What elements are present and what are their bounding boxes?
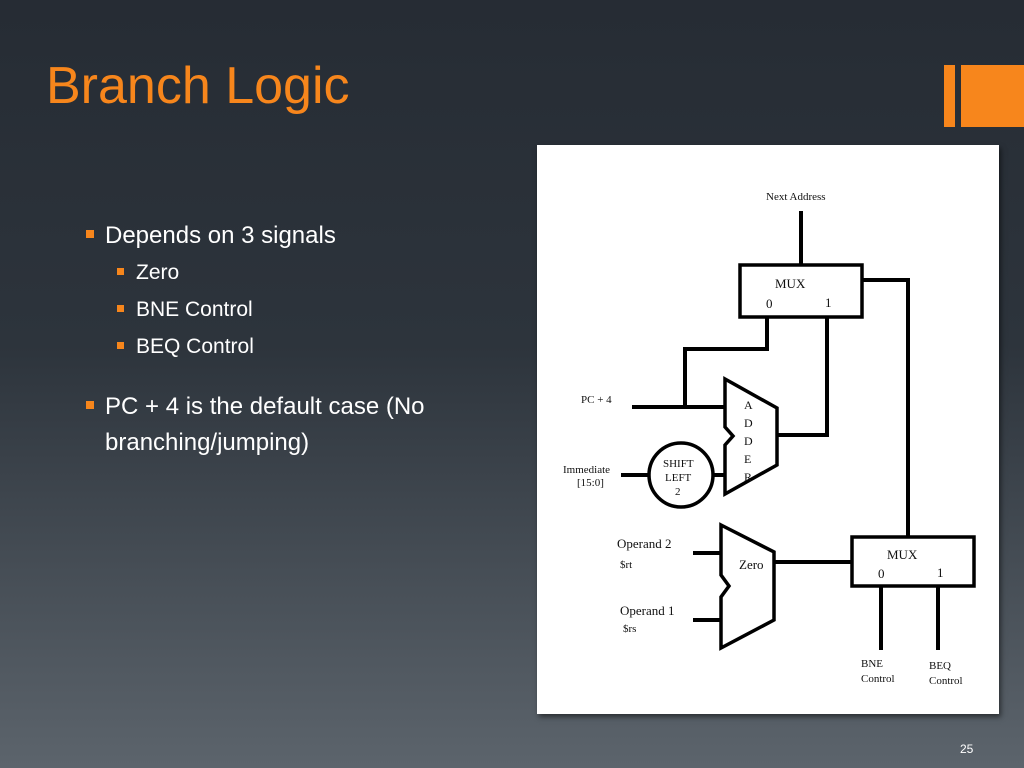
mux-top-label: MUX [775,276,806,291]
spacer [84,365,514,389]
mux-top-input1: 1 [825,295,832,310]
mux-top-input0: 0 [766,296,773,311]
page-number: 25 [960,742,974,756]
wire-mux-input0 [683,317,769,407]
beq-label: BEQ [929,660,951,672]
adder-letter: R [744,470,752,484]
operand2-reg: $rt [620,559,632,571]
immediate-label: Immediate [563,464,610,476]
sub-bullet-item: Zero [84,254,514,291]
next-address-label: Next Address [766,191,826,203]
shift-left-label: LEFT [665,472,692,484]
shift-left-unit [647,441,715,509]
adder-letter: E [744,452,751,466]
beq-control-label: Control [929,675,963,687]
shift-label: SHIFT [663,458,694,470]
zero-unit-label: Zero [739,557,764,572]
mux-bottom-label: MUX [887,547,918,562]
operand1-reg: $rs [623,623,636,635]
pc-plus-4-label: PC + 4 [581,394,612,406]
mux-bottom-input0: 0 [878,566,885,581]
bullet-list: Depends on 3 signals Zero BNE Control BE… [84,218,514,461]
immediate-bits-label: [15:0] [577,477,604,489]
adder-letter: D [744,434,753,448]
bullet-item: PC + 4 is the default case (No branching… [84,389,514,461]
adder-letter: D [744,416,753,430]
zero-unit [719,522,776,651]
sub-bullet-item: BNE Control [84,291,514,328]
diagram-wires [621,211,940,650]
branch-logic-diagram: MUX 0 1 Next Address A D D E R PC + 4 Im… [537,145,999,714]
bne-label: BNE [861,658,883,670]
operand2-label: Operand 2 [617,536,672,551]
sub-bullet-item: BEQ Control [84,328,514,365]
accent-bar-wide [961,65,1024,127]
shift-amount-label: 2 [675,486,681,498]
adder-unit [723,376,779,497]
bullet-item: Depends on 3 signals [84,218,514,254]
bne-control-label: Control [861,673,895,685]
mux-bottom-input1: 1 [937,565,944,580]
accent-bar-thin [944,65,955,127]
operand1-label: Operand 1 [620,603,675,618]
wire-mux-select [862,278,910,537]
diagram-svg: MUX 0 1 Next Address A D D E R PC + 4 Im… [563,191,976,687]
slide-title: Branch Logic [46,57,350,115]
mux-top [738,263,864,319]
wire-mux-input1 [777,317,829,437]
mux-bottom [850,535,976,588]
adder-letter: A [744,398,753,412]
